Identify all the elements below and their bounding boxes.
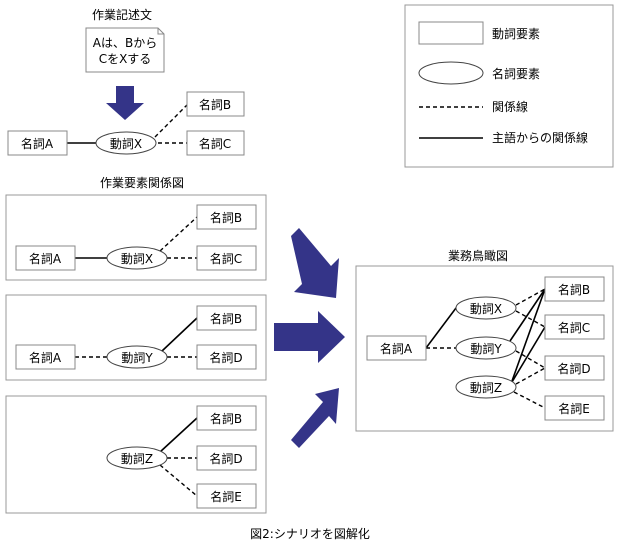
ov-line-x-b [515, 288, 546, 306]
top-noun-c-box [186, 130, 245, 156]
p2-noun-a-label: 名詞A [29, 350, 62, 365]
p2-noun-a-box [15, 344, 76, 370]
ov-noun-c-box [544, 314, 605, 340]
p1-noun-c-label: 名詞C [210, 251, 242, 266]
relation-section-title: 作業要素関係図 [100, 176, 184, 190]
ov-verb-y-label: 動詞Y [470, 342, 502, 356]
merge-arrow-middle-icon [274, 311, 345, 363]
ov-verb-z-ellipse [455, 375, 517, 399]
note-document-icon [85, 27, 165, 73]
ov-line-y-d [515, 350, 546, 369]
ov-line-z-e [513, 391, 546, 409]
ov-verb-y-ellipse [455, 336, 517, 360]
top-verb-x-ellipse [95, 131, 157, 155]
p3-noun-b-label: 名詞B [210, 411, 242, 426]
ov-line-z-c [511, 326, 546, 383]
merge-arrow-bottom-icon [291, 388, 339, 448]
legend-noun-label: 名詞要素 [492, 66, 540, 81]
p1-noun-b-box [196, 204, 257, 230]
ov-noun-b-label: 名詞B [558, 282, 590, 297]
legend-subject-label: 主語からの関係線 [492, 130, 588, 145]
ov-line-z-d [515, 367, 546, 385]
legend-noun-swatch [418, 61, 484, 85]
ov-line-z-b [511, 288, 546, 382]
p2-verb-ellipse [106, 345, 168, 369]
note-line-2: CをXする [99, 52, 152, 66]
p3-line-z-b [159, 417, 198, 453]
p1-noun-b-label: 名詞B [210, 210, 242, 225]
ov-noun-d-label: 名詞D [557, 361, 590, 376]
top-verb-x-label: 動詞X [110, 137, 142, 151]
top-example: 作業記述文 Aは、Bから CをXする 名詞A 動詞X 名詞B 名詞C [7, 7, 245, 156]
p3-verb-ellipse [106, 446, 168, 470]
top-line-x-b [154, 104, 188, 138]
ov-noun-e-box [544, 395, 605, 421]
p1-verb-label: 動詞X [121, 252, 153, 266]
top-noun-a-label: 名詞A [21, 136, 54, 151]
p3-verb-label: 動詞Z [121, 452, 153, 466]
p1-noun-a-box [15, 245, 76, 271]
legend: 動詞要素 名詞要素 関係線 主語からの関係線 [404, 4, 614, 168]
top-noun-b-box [186, 91, 245, 117]
p2-noun-b-label: 名詞B [210, 311, 242, 326]
p2-noun-d-box [196, 344, 257, 370]
p3-noun-e-box [196, 483, 257, 509]
ov-verb-z-label: 動詞Z [470, 381, 502, 395]
ov-noun-c-label: 名詞C [558, 320, 590, 335]
p2-noun-d-label: 名詞D [209, 350, 242, 365]
ov-noun-e-label: 名詞E [558, 401, 590, 416]
ov-noun-a-box [366, 335, 427, 361]
relation-panel-3: 動詞Z 名詞B 名詞D 名詞E [5, 395, 267, 514]
overview-diagram: 業務鳥瞰図 名詞A 動詞X 動詞Y 動詞Z 名詞B 名詞C 名詞D 名詞E [355, 248, 614, 432]
p1-line-x-b [159, 216, 198, 252]
legend-verb-label: 動詞要素 [492, 27, 540, 41]
ov-line-x-c [515, 310, 546, 328]
top-noun-a-box [7, 130, 68, 156]
ov-verb-x-label: 動詞X [470, 302, 502, 316]
top-noun-b-label: 名詞B [199, 97, 231, 112]
p2-verb-label: 動詞Y [121, 351, 153, 365]
p3-noun-d-label: 名詞D [209, 451, 242, 466]
legend-verb-swatch [418, 21, 484, 45]
p2-noun-b-box [196, 305, 257, 331]
overview-title: 業務鳥瞰図 [448, 248, 508, 263]
ov-line-y-b [509, 288, 546, 342]
top-noun-c-label: 名詞C [199, 136, 231, 151]
p3-noun-d-box [196, 445, 257, 471]
note-line-1: Aは、Bから [93, 36, 157, 50]
p1-noun-a-label: 名詞A [29, 251, 62, 266]
relation-panel-1: 名詞A 動詞X 名詞B 名詞C [5, 194, 267, 281]
p1-verb-ellipse [106, 246, 168, 270]
ov-noun-b-box [544, 276, 605, 302]
down-arrow-icon [106, 86, 144, 120]
top-title: 作業記述文 [92, 7, 152, 22]
legend-relation-label: 関係線 [492, 99, 528, 114]
ov-line-a-x [425, 307, 457, 349]
ov-noun-a-label: 名詞A [380, 341, 413, 356]
p2-line-y-b [161, 317, 198, 352]
note-fold-icon [157, 28, 164, 35]
ov-noun-d-box [544, 355, 605, 381]
p3-line-z-e [159, 464, 198, 497]
p1-noun-c-box [196, 245, 257, 271]
p3-noun-b-box [196, 405, 257, 431]
p3-noun-e-label: 名詞E [210, 489, 242, 504]
relation-panel-2: 名詞A 動詞Y 名詞B 名詞D [5, 294, 267, 381]
ov-verb-x-ellipse [455, 296, 517, 320]
figure-caption: 図2:シナリオを図解化 [250, 527, 370, 541]
merge-arrow-top-icon [291, 228, 339, 298]
